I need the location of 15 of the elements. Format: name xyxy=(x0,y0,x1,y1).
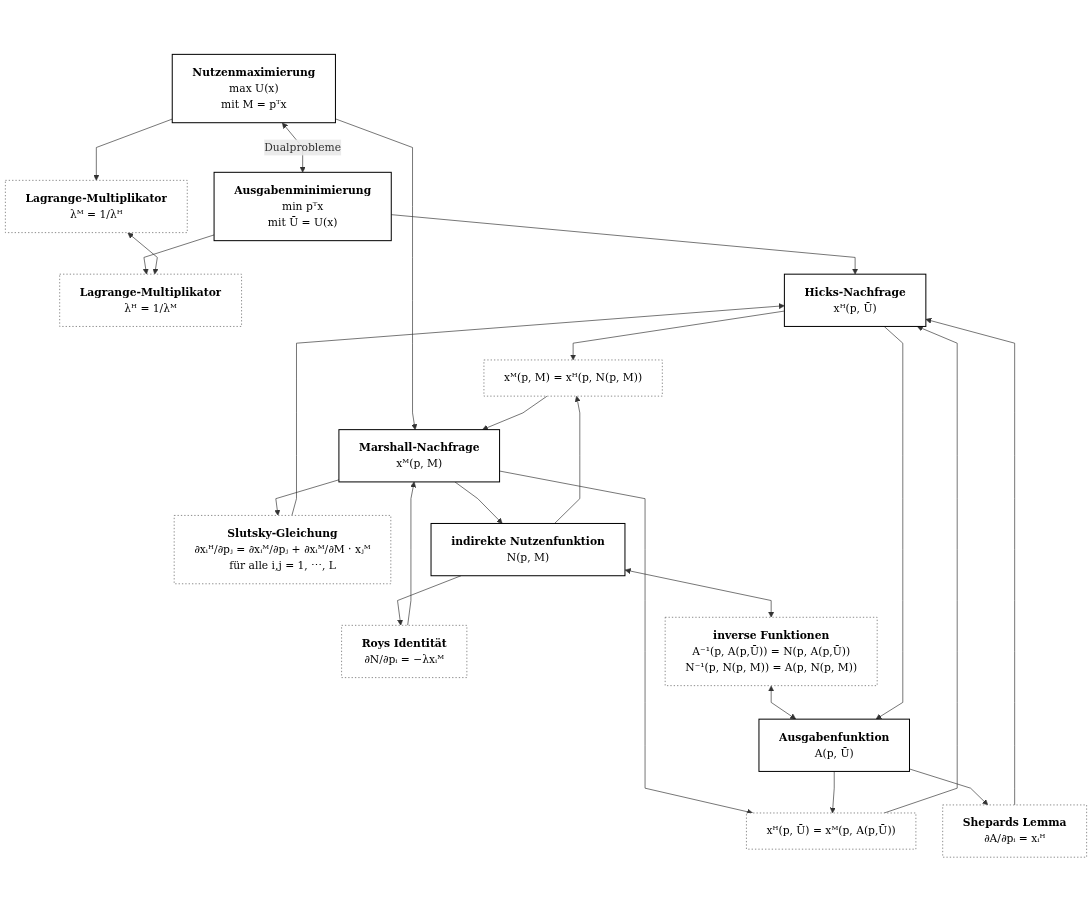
node-box: Marshall-Nachfrage xᴹ(p, M) xyxy=(338,429,501,483)
node-box: Slutsky-Gleichung ∂xᵢᴴ/∂pⱼ = ∂xᵢᴹ/∂pⱼ + ∂xᵢᴹ/∂M · xⱼᴹ für alle i,j = 1, ⋯, L xyxy=(173,515,392,585)
edge-label: Dualprobleme xyxy=(264,141,342,154)
node-box: Nutzenmaximierung max U(x) mit M = pᵀx xyxy=(171,54,336,124)
node-box: Shepards Lemma ∂A/∂pᵢ = xᵢᴴ xyxy=(942,804,1087,858)
node-box: Lagrange-Multiplikator λᴴ = 1/λᴹ xyxy=(59,274,242,327)
node-box: Roys Identität ∂N/∂pᵢ = −λxᵢᴹ xyxy=(341,625,468,679)
node-box: inverse Funktionen A⁻¹(p, A(p,Ū)) = N(p, A(p,Ū)) N⁻¹(p, N(p, M)) = A(p, N(p, M)) xyxy=(664,617,878,687)
node-box: xᴹ(p, M) = xᴴ(p, N(p, M)) xyxy=(483,359,663,397)
node-box: Ausgabenfunktion A(p, Ū) xyxy=(758,718,910,773)
node-box: indirekte Nutzenfunktion N(p, M) xyxy=(430,523,626,577)
node-box: Ausgabenminimierung min pᵀx mit Ū = U(x) xyxy=(213,172,392,242)
node-box: Lagrange-Multiplikator λᴹ = 1/λᴴ xyxy=(5,180,188,234)
node-box: xᴴ(p, Ū) = xᴹ(p, A(p,Ū)) xyxy=(746,812,917,850)
node-box: Hicks-Nachfrage xᴴ(p, Ū) xyxy=(783,273,927,328)
